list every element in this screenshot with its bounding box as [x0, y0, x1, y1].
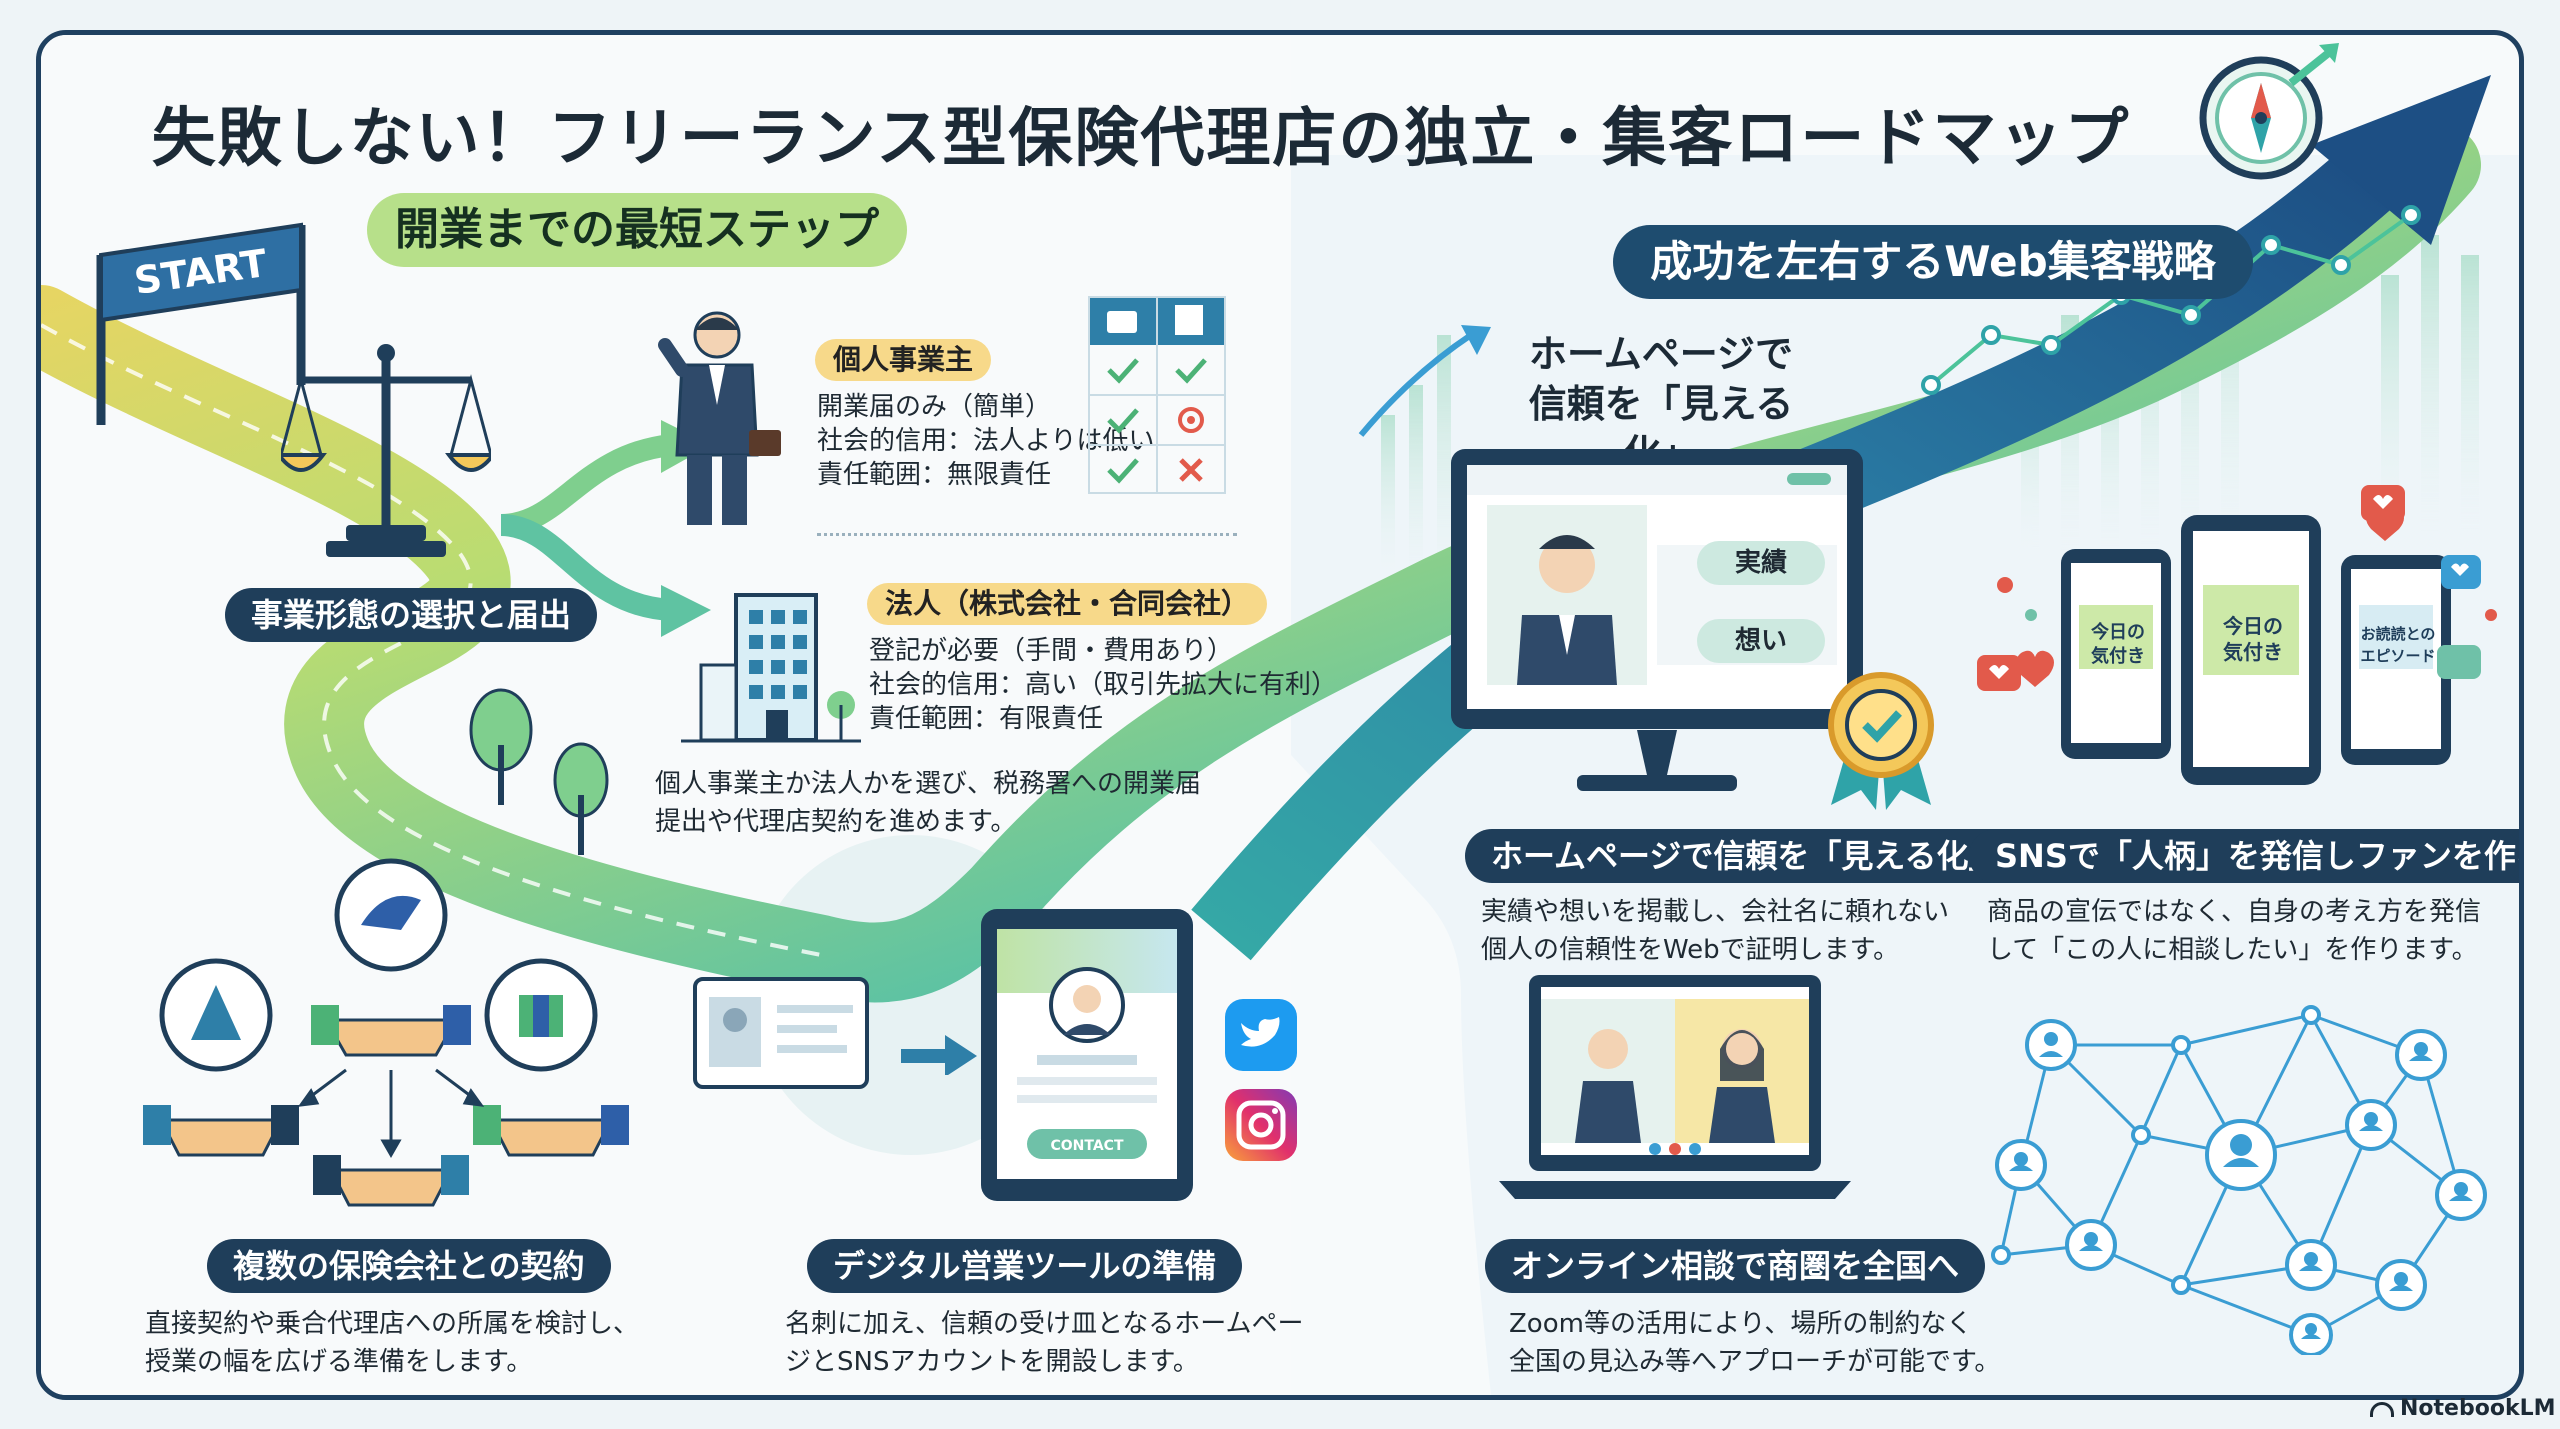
- checkmark-icon: [1107, 408, 1139, 434]
- online-desc-line-1: Zoom等の活用により、場所の制約なく: [1509, 1309, 1973, 1339]
- achievement-bubble: 実績: [1697, 541, 1825, 585]
- web-trust-label: ホームページで信頼を「見える化」: [1465, 829, 2027, 883]
- checkmark-icon: [1107, 458, 1139, 484]
- smartphone-icon: [2341, 555, 2451, 765]
- notebooklm-watermark: NotebookLM: [2370, 1396, 2555, 1421]
- comparison-table: [1088, 296, 1226, 494]
- smartphone-icon: [2061, 549, 2171, 759]
- heart-icon: [1989, 665, 2009, 679]
- corp-line-1: 登記が必要（手間・費用あり）: [869, 636, 1234, 666]
- phone-card-1: 今日の 気付き: [2091, 622, 2145, 667]
- ribbon-badge-icon: [1828, 672, 1934, 810]
- heart-icon: [2373, 495, 2393, 509]
- step2-desc-line-2: 授業の幅を広げる準備をします。: [145, 1347, 533, 1377]
- phone-card-2: 今日の 気付き: [2223, 614, 2283, 664]
- handshake-icon: [473, 1105, 629, 1157]
- sole-proprietor-tag: 個人事業主: [815, 339, 992, 381]
- sns-desc-line-1: 商品の宣伝ではなく、自身の考え方を発信: [1987, 897, 2482, 927]
- business-card-icon: [693, 977, 869, 1089]
- sns-desc-line-2: して「この人に相談したい」を作ります。: [1987, 935, 2478, 965]
- briefcase-icon: [1107, 311, 1137, 333]
- building-mini-icon: [1175, 305, 1203, 335]
- phone-card-3: お読読との エピソード: [2360, 625, 2436, 665]
- businessman-icon: [658, 311, 781, 525]
- checkmark-icon: [1175, 358, 1207, 384]
- heart-icon: [2451, 563, 2469, 576]
- tablet-icon: CONTACT: [981, 909, 1193, 1201]
- step-insurance-contract-label: 複数の保険会社との契約: [207, 1239, 611, 1293]
- sns-label: SNSで「人柄」を発信しファンを作る: [1969, 829, 2519, 883]
- compass-icon: [2199, 43, 2339, 180]
- start-sign: START: [96, 222, 306, 425]
- twitter-icon: [1225, 999, 1297, 1071]
- sole-line-3: 責任範囲：無限責任: [817, 460, 1052, 490]
- notebooklm-text: NotebookLM: [2400, 1396, 2556, 1421]
- corp-line-2: 社会的信用：高い（取引先拡大に有利）: [869, 670, 1338, 700]
- web-caption: ホームページで 信頼を「見える化」: [1511, 329, 1811, 479]
- online-desc-line-2: 全国の見込み等へアプローチが可能です。: [1509, 1347, 2001, 1377]
- right-section-heading: 成功を左右するWeb集客戦略: [1613, 225, 2253, 299]
- step3-desc-line-2: ジとSNSアカウントを開設します。: [785, 1347, 1199, 1377]
- circle-mark-icon: [1178, 407, 1204, 433]
- step3-desc-line-1: 名刺に加え、信頼の受け皿となるホームペー: [785, 1309, 1304, 1339]
- notebooklm-logo-icon: [2370, 1401, 2394, 1417]
- handshake-icon: [143, 1105, 299, 1157]
- sole-line-1: 開業届のみ（簡単）: [817, 392, 1052, 422]
- laptop-icon: [1499, 975, 1851, 1199]
- step1-desc-line-1: 個人事業主か法人かを選び、税務署への開業届: [655, 769, 1202, 799]
- insurance-company-network: [143, 858, 629, 1207]
- step-business-form-label: 事業形態の選択と届出: [225, 588, 598, 642]
- growth-arrowhead: [2311, 75, 2491, 245]
- checkmark-icon: [1107, 358, 1139, 384]
- arrow-right-icon: [901, 1035, 977, 1075]
- sole-line-2: 社会的信用：法人よりは低い: [817, 426, 1155, 456]
- building-icon: [681, 593, 861, 743]
- contact-button: CONTACT: [1050, 1138, 1123, 1154]
- reaction-icons: [1977, 485, 2497, 691]
- page-title: 失敗しない！フリーランス型保険代理店の独立・集客ロードマップ: [151, 102, 2131, 176]
- step1-desc-line-2: 提出や代理店契約を進めます。: [655, 807, 1017, 837]
- smartphone-icon: [2181, 515, 2321, 785]
- web-caption-line-1: ホームページで: [1528, 332, 1794, 376]
- step2-desc-line-1: 直接契約や乗合代理店への所属を検討し、: [145, 1309, 640, 1339]
- left-section-heading: 開業までの最短ステップ: [367, 193, 907, 267]
- web-desc-line-1: 実績や想いを掲載し、会社名に頼れない: [1481, 897, 1950, 927]
- chat-bubble-icon: [2437, 645, 2481, 679]
- online-consult-label: オンライン相談で商圏を全国へ: [1485, 1239, 1986, 1293]
- cross-icon: [1179, 458, 1203, 482]
- passion-bubble: 想い: [1697, 619, 1825, 663]
- step-digital-tools-label: デジタル営業ツールの準備: [807, 1239, 1243, 1293]
- divider: [817, 533, 1237, 536]
- web-desc-line-2: 個人の信頼性をWebで証明します。: [1481, 935, 1900, 965]
- handshake-icon: [311, 1005, 471, 1057]
- instagram-icon: [1225, 1089, 1297, 1161]
- corporation-tag: 法人（株式会社・合同会社）: [867, 583, 1268, 625]
- tree-icon: [469, 688, 609, 855]
- scales-icon: [281, 344, 491, 557]
- corp-line-3: 責任範囲：有限責任: [869, 704, 1104, 734]
- handshake-icon: [313, 1155, 469, 1207]
- infographic-frame: 失敗しない！フリーランス型保険代理店の独立・集客ロードマップ 開業までの最短ステ…: [36, 30, 2524, 1400]
- network-icon: [1991, 1005, 2487, 1355]
